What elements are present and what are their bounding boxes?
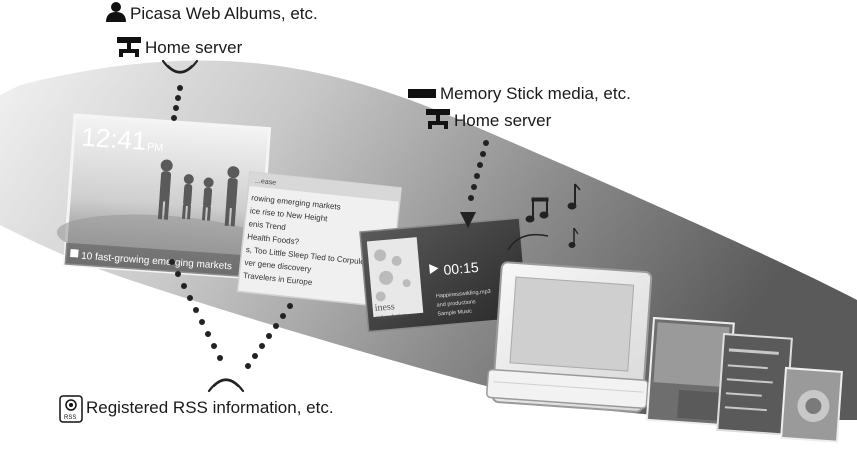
play-timer: 00:15 — [443, 259, 480, 278]
label-home-server-top: Home server — [145, 38, 243, 57]
ticker-icon — [70, 249, 79, 258]
connector-rss-left — [169, 259, 223, 361]
memory-stick-icon — [408, 89, 436, 98]
track-info-line: Happinesswilding.mp3 — [436, 289, 491, 300]
connector-top — [171, 85, 183, 121]
rss-header: ...ease — [255, 178, 277, 187]
home-server-icon — [117, 37, 141, 57]
clock-photo-screen: 12:41 PM 10 fast-growing emerging market… — [56, 113, 277, 280]
track-info-line: and productions — [436, 299, 476, 308]
label-picasa: Picasa Web Albums, etc. — [130, 4, 318, 23]
label-rss: Registered RSS information, etc. — [86, 398, 334, 417]
mini-screen-flower — [780, 366, 843, 443]
rss-signal-icon — [207, 378, 245, 393]
clock-ampm: PM — [147, 141, 164, 154]
album-subtitle: end productions — [375, 313, 407, 321]
connector-rss-right — [245, 303, 293, 369]
clock-time: 12:41 — [80, 122, 147, 156]
home-server-icon-2 — [426, 109, 450, 129]
sound-swoosh — [507, 233, 549, 251]
music-screen: iness end productions 00:15 Happinesswil… — [359, 217, 529, 333]
album-title: iness — [374, 301, 395, 314]
album-flowers — [374, 249, 411, 302]
rss-icon: RSS — [59, 395, 83, 423]
label-home-server-mid: Home server — [454, 111, 552, 130]
photo-frame-device — [486, 261, 653, 413]
connector-memory — [468, 140, 489, 201]
play-icon — [429, 264, 439, 275]
person-icon — [106, 2, 126, 22]
mini-screen-landscape — [645, 316, 735, 427]
label-memory-stick: Memory Stick media, etc. — [440, 84, 631, 103]
mini-screen-list — [716, 332, 793, 436]
track-info-line: Sample Music — [437, 309, 472, 318]
svg-text:RSS: RSS — [64, 415, 76, 421]
memory-arrow — [460, 212, 476, 228]
family-silhouette — [157, 159, 240, 227]
signal-icon — [161, 59, 199, 74]
rss-item: enis Trend — [248, 219, 286, 232]
music-notes-icon — [525, 183, 581, 248]
